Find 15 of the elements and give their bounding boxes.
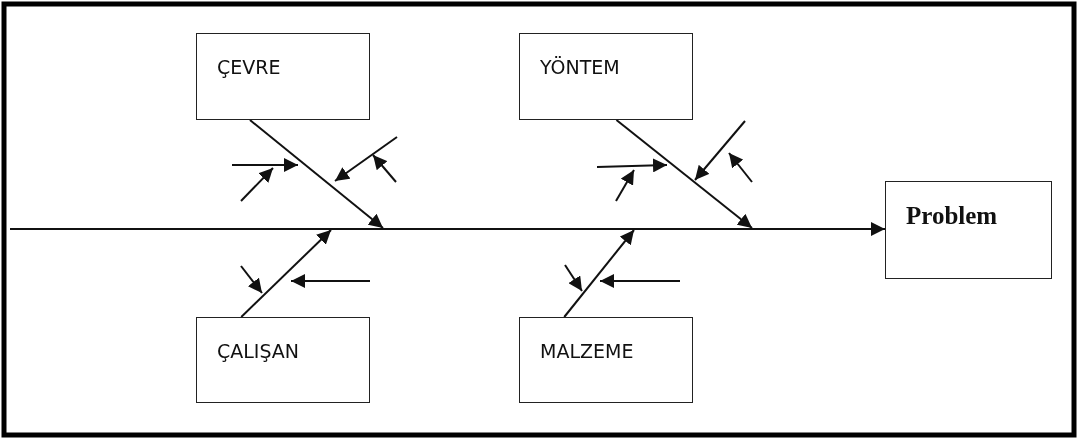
node-label: Problem — [906, 202, 998, 230]
problem-box — [885, 181, 1052, 279]
bone-arrow — [563, 229, 635, 318]
cause-box — [519, 317, 693, 403]
node-label: MALZEME — [540, 340, 634, 362]
cause-box — [519, 33, 693, 120]
node-label: YÖNTEM — [540, 56, 620, 78]
cause-box — [196, 317, 370, 403]
cause-box — [196, 33, 370, 120]
bone-arrow — [248, 119, 384, 229]
node-label: ÇALIŞAN — [217, 340, 300, 362]
spine-arrow — [9, 222, 886, 236]
bone-arrow — [240, 229, 332, 318]
bone-arrow — [615, 119, 753, 229]
node-label: ÇEVRE — [217, 56, 281, 78]
